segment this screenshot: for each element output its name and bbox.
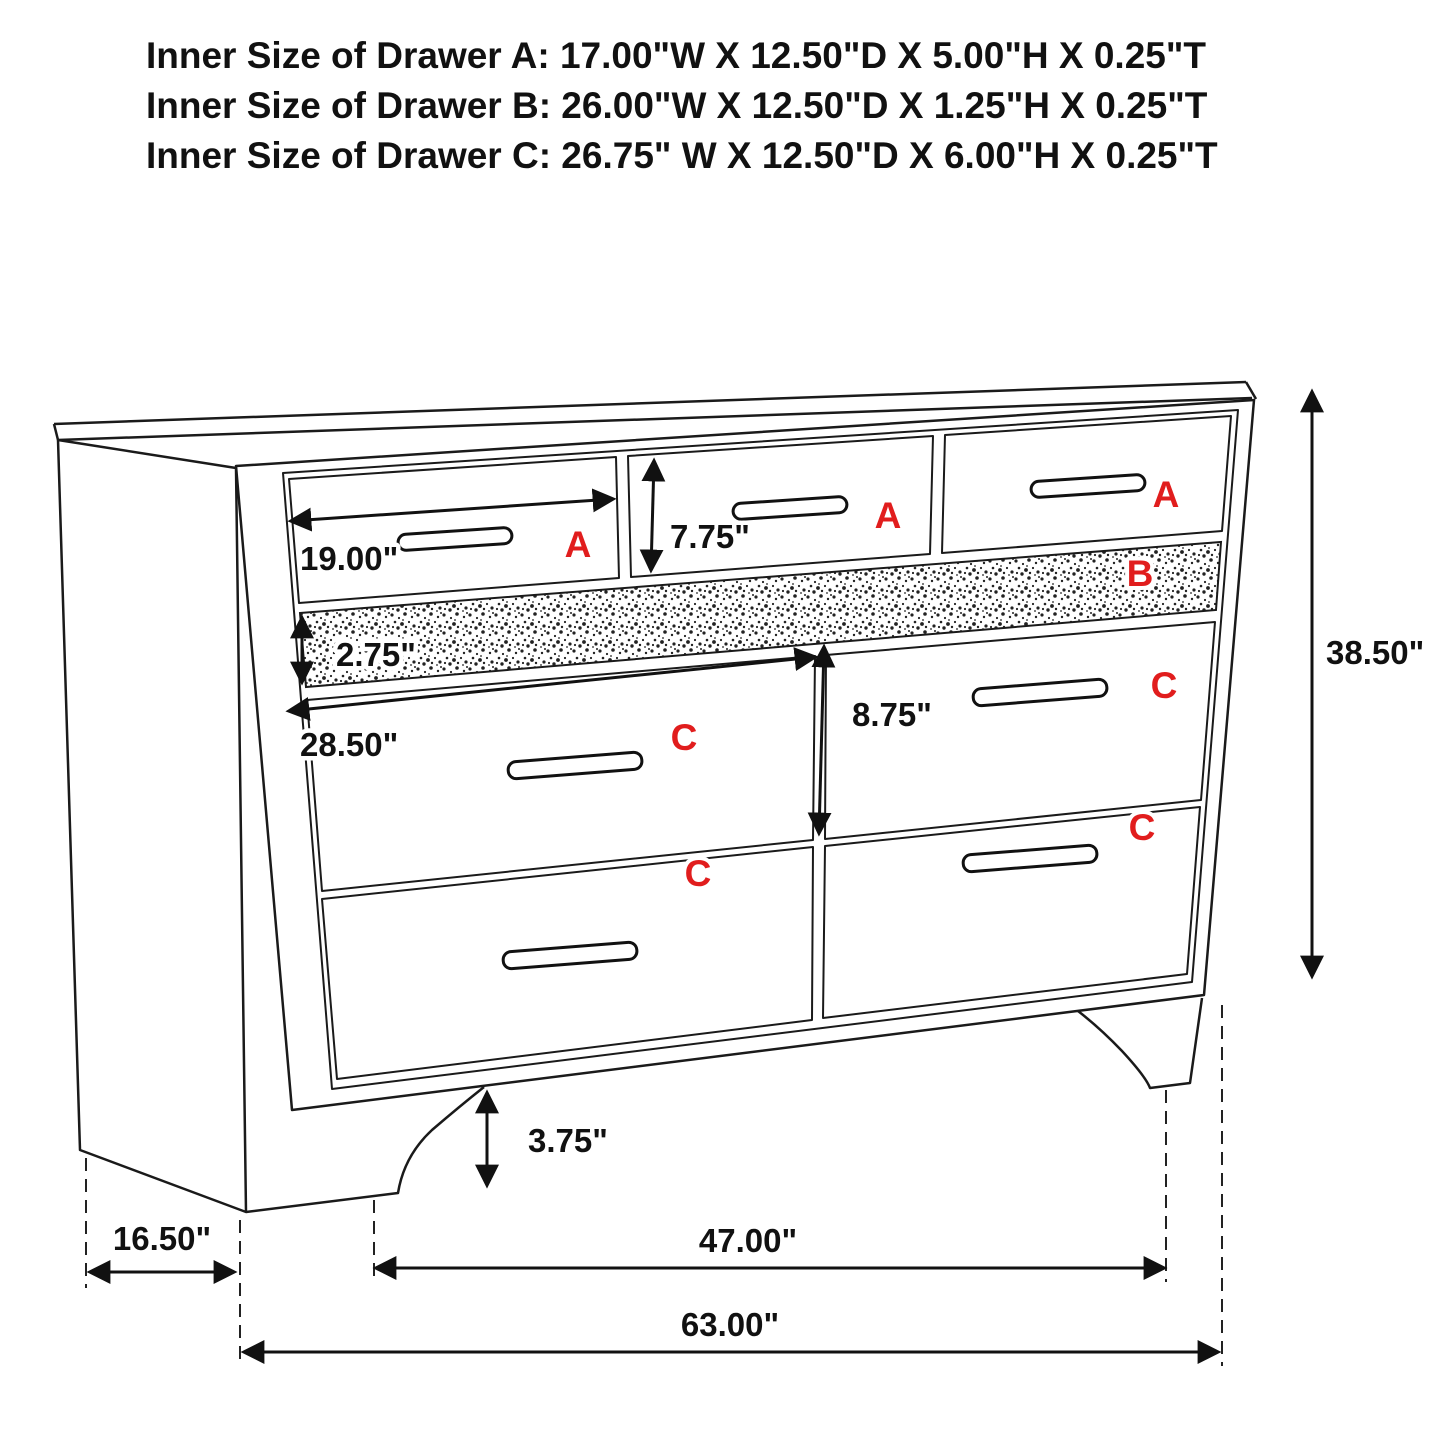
dim-label-side-depth: 16.50" [113,1220,211,1257]
drawer-a3-label: A [1153,474,1180,515]
drawer-letters: A A A B C C C C [561,470,1184,898]
dim-label-drawer-a-height: 7.75" [670,518,750,555]
dimension-arrows [86,388,1324,1364]
dim-label-overall-width: 63.00" [681,1306,779,1343]
dimension-arrow-drawer-a-width [287,488,617,532]
drawer-c-bottom-right [822,806,1201,1019]
drawer-c-top-left-label: C [671,717,698,758]
drawer-a1-label: A [565,524,592,565]
dim-label-feet-span: 47.00" [699,1222,797,1259]
dimension-arrow-drawer-c-height [807,643,836,837]
drawer-a2-label: A [875,495,902,536]
header-line-2: Inner Size of Drawer B: 26.00"W X 12.50"… [146,85,1208,126]
drawer-c-bottom-left-label: C [685,853,712,894]
lid-top-edge [53,380,1247,426]
front-face-outer [234,398,1256,1112]
dim-label-drawer-c-height: 8.75" [852,696,932,733]
header-line-3: Inner Size of Drawer C: 26.75" W X 12.50… [146,135,1218,176]
dimension-labels: 19.00" 7.75" 2.75" 28.50" 8.75" 38.50" 3… [108,514,1428,1348]
dim-label-drawer-c-width: 28.50" [300,726,398,763]
dimension-arrow-drawer-a-height [639,457,666,574]
front-face-inner-frame [282,409,1239,1090]
lid-left-end [52,423,60,441]
right-foot [1077,997,1204,1090]
left-foot [245,1086,485,1214]
dresser-carcass [52,380,1258,1214]
drawer-c-bottom-right-label: C [1129,807,1156,848]
dim-label-overall-height: 38.50" [1326,634,1424,671]
dim-label-drawer-a-width: 19.00" [300,540,398,577]
dim-label-base-height: 3.75" [528,1122,608,1159]
dimension-arrow-drawer-c-width [285,647,819,721]
side-panel [56,438,248,1214]
lid-front-edge [57,396,1253,442]
lid-right-bevel [1244,381,1258,400]
drawer-handle-icon [506,750,644,781]
header-line-1: Inner Size of Drawer A: 17.00"W X 12.50"… [146,35,1206,76]
drawer-b-label: B [1127,553,1154,594]
dim-label-drawer-b-height: 2.75" [336,636,416,673]
drawer-handle-icon [501,940,639,971]
drawer-handle-icon [1029,473,1147,499]
drawer-handle-icon [731,495,849,521]
extension-lines [85,1005,1223,1366]
drawer-handle-icon [971,677,1109,708]
drawer-handle-icon [961,843,1099,874]
drawers [288,415,1232,1080]
drawer-c-top-right-label: C [1151,665,1178,706]
